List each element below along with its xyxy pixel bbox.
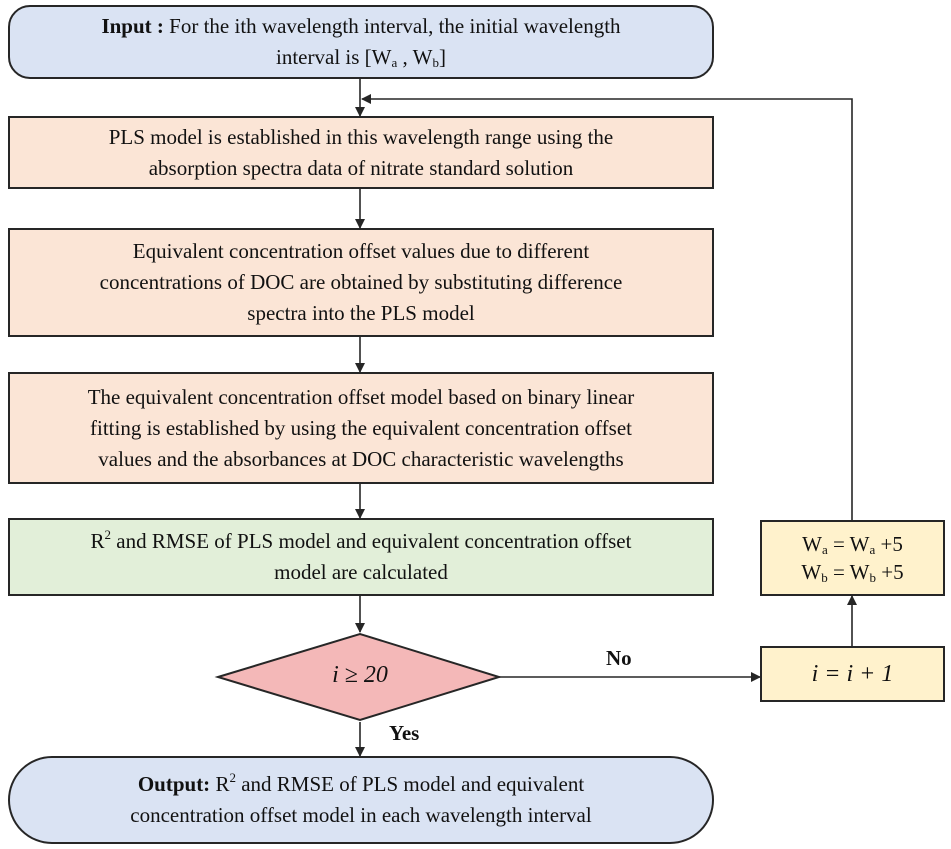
decision-diamond — [214, 632, 503, 722]
output-box: Output: R2 and RMSE of PLS model and equ… — [8, 756, 714, 844]
input-line1: For the ith wavelength interval, the ini… — [169, 14, 621, 38]
offset-model-step: The equivalent concentration offset mode… — [8, 372, 714, 484]
no-edge-label: No — [606, 646, 632, 670]
wavelength-update-box: Wa = Wa +5 Wb = Wb +5 — [760, 520, 945, 596]
input-box: Input : For the ith wavelength interval,… — [8, 5, 714, 79]
calculate-metrics-step: R2 and RMSE of PLS model and equivalent … — [8, 518, 714, 596]
pls-model-step: PLS model is established in this wavelen… — [8, 116, 714, 189]
increment-box: i = i + 1 — [760, 646, 945, 702]
output-label: Output: — [137, 772, 211, 796]
arrow-loop-back — [361, 94, 853, 520]
yes-edge-label: Yes — [389, 721, 420, 745]
decision-label: i ≥ 20 — [332, 662, 388, 688]
offset-values-step: Equivalent concentration offset values d… — [8, 228, 714, 337]
input-label: Input : — [101, 14, 164, 38]
